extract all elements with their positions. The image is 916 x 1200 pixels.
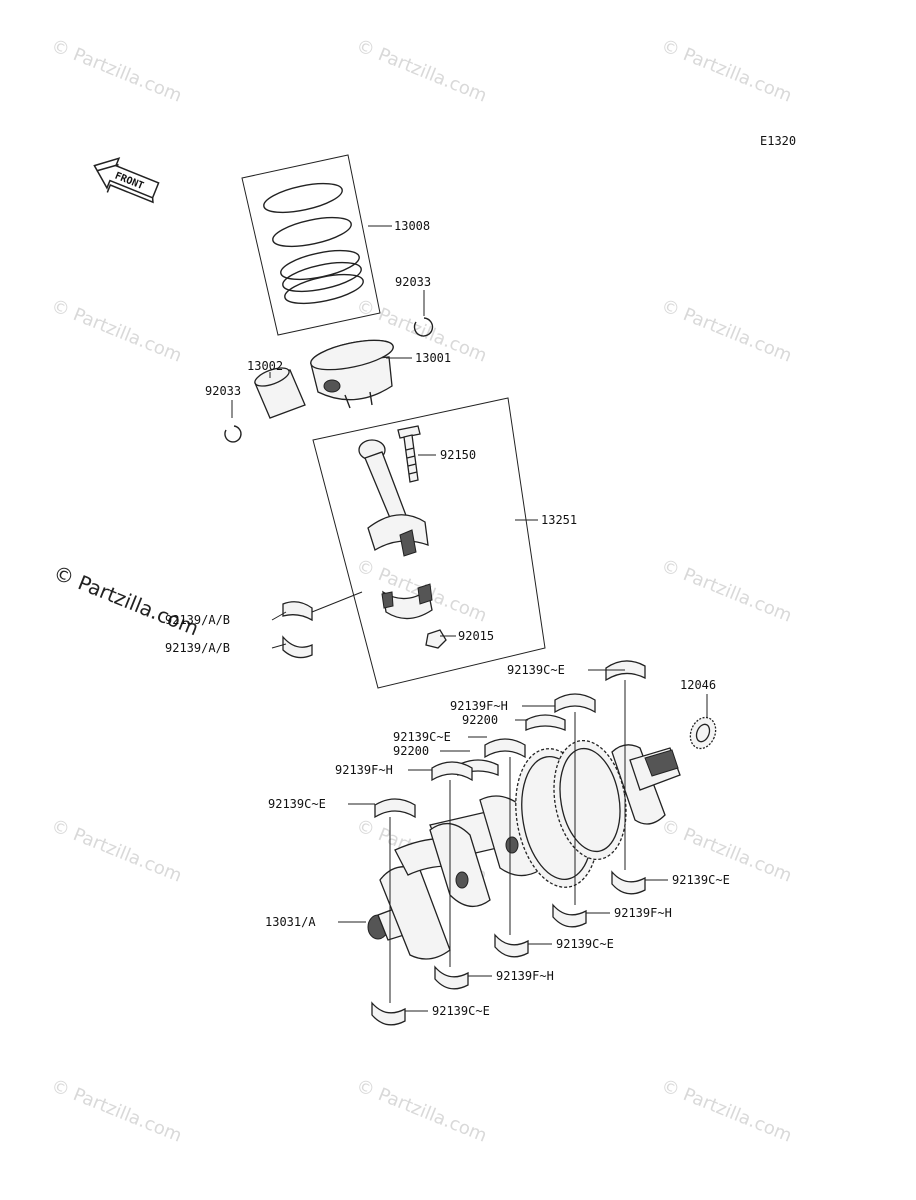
label-lower-bearing-4: 92139F~H — [496, 969, 554, 983]
watermark: © Partzilla.com — [658, 295, 795, 367]
ring-top — [263, 182, 343, 214]
leader-lines — [231, 225, 708, 1012]
label-circlip-upper: 92033 — [395, 275, 431, 289]
label-conrod-bolt: 92150 — [440, 448, 476, 462]
label-circlip-lower: 92033 — [205, 384, 241, 398]
label-piston-rings: 13008 — [394, 219, 430, 233]
diagram-code: E1320 — [760, 134, 796, 148]
label-thrust-2: 92200 — [393, 744, 429, 758]
ring-oil-3 — [284, 273, 364, 305]
ring-oil-2 — [282, 261, 362, 293]
label-lower-bearing-5: 92139C~E — [432, 1004, 490, 1018]
label-main-bearing-1: 92139C~E — [507, 663, 565, 677]
piston-rings-group — [241, 154, 381, 336]
watermark: © Partzilla.com — [658, 1075, 795, 1147]
conrod-bolt — [397, 425, 421, 483]
watermark: © Partzilla.com — [48, 35, 185, 107]
piston — [310, 339, 394, 409]
conrod-cap — [381, 583, 433, 620]
watermark: © Partzilla.com — [48, 815, 185, 887]
watermark: © Partzilla.com — [48, 295, 185, 367]
piston-rings-box — [241, 154, 381, 336]
label-main-bearing-5: 92139C~E — [268, 797, 326, 811]
label-conrod-bearing-upper: 92139/A/B — [165, 613, 230, 627]
watermark: © Partzilla.com — [353, 1075, 490, 1147]
label-main-bearing-2: 92139F~H — [450, 699, 508, 713]
conrod — [358, 439, 429, 557]
label-conrod-bearing-lower: 92139/A/B — [165, 641, 230, 655]
piston-pin — [254, 367, 306, 419]
label-crankshaft: 13031/A — [265, 915, 316, 929]
label-conrod-nut: 92015 — [458, 629, 494, 643]
main-bearings-upper — [374, 660, 646, 819]
label-lower-bearing-3: 92139C~E — [556, 937, 614, 951]
conrod-bearing-upper — [282, 601, 313, 622]
label-lower-bearing-2: 92139F~H — [614, 906, 672, 920]
circlip-lower — [224, 425, 242, 443]
label-piston-pin: 13002 — [247, 359, 283, 373]
small-gear — [689, 716, 717, 750]
label-main-bearing-3: 92139C~E — [393, 730, 451, 744]
front-arrow: FRONT — [93, 157, 160, 204]
main-bearings-lower — [371, 870, 646, 1026]
watermark: © Partzilla.com — [658, 555, 795, 627]
conrod-nut — [425, 629, 447, 649]
conrod-box — [312, 397, 546, 689]
watermark-main: © Partzilla.com — [50, 560, 202, 640]
label-gear: 12046 — [680, 678, 716, 692]
ring-second — [272, 216, 352, 248]
conrod-bearing-lower — [282, 635, 313, 659]
circlip-upper — [413, 317, 434, 337]
label-main-bearing-4: 92139F~H — [335, 763, 393, 777]
label-lower-bearing-1: 92139C~E — [672, 873, 730, 887]
watermark: © Partzilla.com — [658, 35, 795, 107]
label-conrod-assy: 13251 — [541, 513, 577, 527]
label-piston: 13001 — [415, 351, 451, 365]
watermark: © Partzilla.com — [353, 35, 490, 107]
label-thrust-1: 92200 — [462, 713, 498, 727]
watermark: © Partzilla.com — [48, 1075, 185, 1147]
